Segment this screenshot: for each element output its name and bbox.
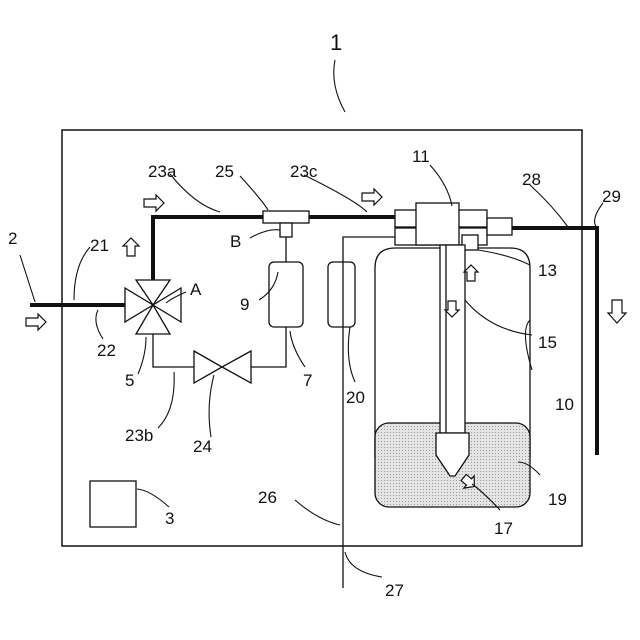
cartridge-20 [328,262,355,327]
label-outlet: 29 [602,187,621,206]
flow-arrows [26,189,626,493]
label-pipe23c: 23c [290,162,318,181]
label-cartridge20: 20 [346,388,365,407]
arrow-up-tank [464,265,478,281]
controller-box [90,481,136,527]
label-pointB: B [230,232,241,251]
label-water: 19 [548,490,567,509]
bypass-line-2 [251,327,286,367]
label-line7: 7 [303,371,312,390]
label-controller: 3 [165,509,174,528]
arrow-down-outlet [608,300,626,323]
arrow-right-top-2 [362,189,382,205]
tee-fitting [263,211,309,237]
label-pipe22: 22 [97,341,116,360]
label-pointA: A [190,280,202,299]
label-tube15: 15 [538,333,557,352]
label-tank: 10 [555,395,574,414]
label-line26: 26 [258,488,277,507]
valve-24 [194,351,251,383]
label-system: 1 [330,30,342,55]
label-pipe23a: 23a [148,162,177,181]
label-valve24: 24 [193,437,212,456]
label-tee25: 25 [215,162,234,181]
dispenser-head [395,203,512,250]
label-inlet: 2 [8,229,17,248]
label-cartridge9: 9 [240,295,249,314]
label-pipe23b: 23b [125,426,153,445]
three-way-valve [125,280,181,334]
arrow-up-left [123,238,139,256]
tube [440,245,465,433]
arrow-right-inlet [26,314,46,330]
label-pipe21: 21 [90,236,109,255]
bypass-line [153,334,194,367]
cartridge-9 [269,262,303,327]
label-head: 11 [412,147,430,166]
label-nozzle: 17 [494,519,513,538]
label-line27: 27 [385,581,404,600]
label-valve3: 5 [125,371,134,390]
arrow-right-top [144,195,164,211]
label-pipe28: 28 [522,170,541,189]
label-port13: 13 [538,261,557,280]
